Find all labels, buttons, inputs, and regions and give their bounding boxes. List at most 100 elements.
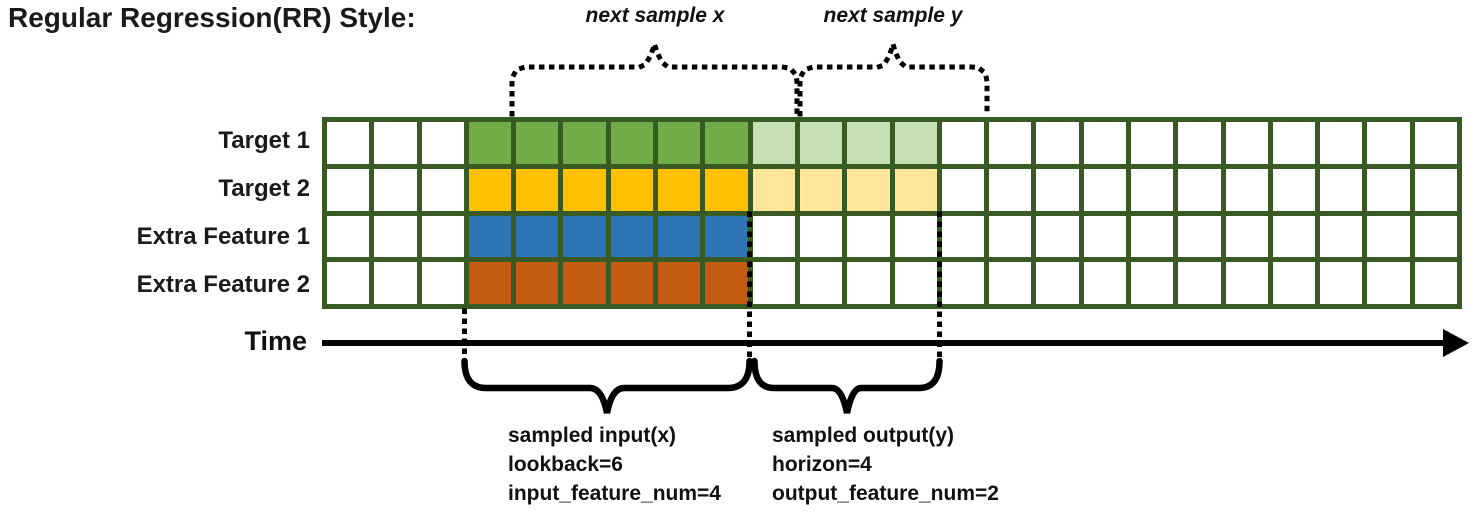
grid-cell xyxy=(1272,168,1316,211)
sampled-input-title: sampled input(x) xyxy=(508,424,677,447)
grid-cell xyxy=(1130,168,1174,211)
row-label-extra-feature-2: Extra Feature 2 xyxy=(136,271,310,298)
grid-cell xyxy=(941,262,985,304)
grid-cell xyxy=(658,215,701,258)
grid-cell xyxy=(1130,215,1174,258)
grid-cell xyxy=(1083,262,1126,304)
grid-cell xyxy=(327,215,370,258)
page-title: Regular Regression(RR) Style: xyxy=(8,2,416,33)
sampled-output-brace xyxy=(751,357,943,414)
grid-cell xyxy=(1178,215,1221,258)
grid-cell xyxy=(799,168,843,211)
grid-cell xyxy=(658,262,701,304)
horizon-value: horizon=4 xyxy=(772,453,872,476)
grid-cell xyxy=(421,262,464,304)
next-sample-x-label: next sample x xyxy=(585,4,725,27)
sampling-grid xyxy=(322,117,1462,309)
grid-cell xyxy=(705,122,748,164)
grid-cell xyxy=(799,122,843,164)
grid-cell xyxy=(1083,168,1126,211)
grid-cell xyxy=(847,262,890,304)
grid-cell xyxy=(1178,168,1221,211)
grid-cell xyxy=(705,215,748,258)
grid-cell xyxy=(421,122,464,164)
grid-cell xyxy=(374,168,417,211)
grid-cell xyxy=(468,215,512,258)
grid-cell xyxy=(563,215,606,258)
grid-cell xyxy=(1414,215,1457,258)
grid-cell xyxy=(1367,168,1410,211)
grid-cell xyxy=(1225,262,1268,304)
grid-cell xyxy=(1225,215,1268,258)
row-label-extra-feature-1: Extra Feature 1 xyxy=(136,223,310,250)
grid-cell xyxy=(705,168,748,211)
grid-cell xyxy=(752,168,795,211)
grid-cell xyxy=(894,262,937,304)
grid-cell xyxy=(894,122,937,164)
next-sample-x-brace xyxy=(509,34,800,117)
grid-cell xyxy=(516,262,559,304)
grid-cell xyxy=(752,215,795,258)
grid-cell xyxy=(516,122,559,164)
grid-cell xyxy=(658,168,701,211)
grid-cell xyxy=(705,262,748,304)
grid-cell xyxy=(563,168,606,211)
grid-cell xyxy=(1130,122,1174,164)
sampled-output-caption: sampled output(y) horizon=4 output_featu… xyxy=(772,421,999,508)
grid-cell xyxy=(374,262,417,304)
grid-cell xyxy=(847,215,890,258)
grid-cell xyxy=(752,262,795,304)
grid-cell xyxy=(1367,262,1410,304)
grid-cell xyxy=(374,122,417,164)
grid-cell xyxy=(658,122,701,164)
grid-cell xyxy=(894,168,937,211)
grid-cell xyxy=(799,215,843,258)
grid-cell xyxy=(989,262,1032,304)
grid-cell xyxy=(989,215,1032,258)
grid-cell xyxy=(1320,122,1363,164)
input-feature-num-value: input_feature_num=4 xyxy=(508,482,721,505)
grid-cell xyxy=(1036,262,1079,304)
grid-cell xyxy=(468,262,512,304)
grid-cell xyxy=(941,168,985,211)
grid-cell xyxy=(1414,168,1457,211)
grid-cell xyxy=(1367,122,1410,164)
grid-cell xyxy=(1367,215,1410,258)
grid-cell xyxy=(1036,122,1079,164)
output-feature-num-value: output_feature_num=2 xyxy=(772,482,999,505)
grid-cell xyxy=(421,215,464,258)
grid-cell xyxy=(610,168,654,211)
grid-cell xyxy=(374,215,417,258)
grid-cell xyxy=(516,168,559,211)
grid-cell xyxy=(563,122,606,164)
grid-cell xyxy=(1083,215,1126,258)
time-axis-label: Time xyxy=(244,326,307,356)
time-axis-arrowhead xyxy=(1443,329,1469,357)
grid-cell xyxy=(941,215,985,258)
grid-cell xyxy=(1414,262,1457,304)
grid-cell xyxy=(1320,262,1363,304)
grid-cell xyxy=(610,262,654,304)
sampled-input-brace xyxy=(461,357,753,414)
row-label-target-2: Target 2 xyxy=(218,175,310,202)
sampled-output-title: sampled output(y) xyxy=(772,424,954,447)
grid-cell xyxy=(327,122,370,164)
grid-cell xyxy=(847,122,890,164)
row-label-target-1: Target 1 xyxy=(218,127,310,154)
grid-cell xyxy=(327,262,370,304)
next-sample-y-label: next sample y xyxy=(823,4,963,27)
grid-cell xyxy=(468,122,512,164)
grid-cell xyxy=(1272,215,1316,258)
grid-cell xyxy=(1130,262,1174,304)
grid-cell xyxy=(468,168,512,211)
grid-cell xyxy=(1272,122,1316,164)
grid-cell xyxy=(1036,215,1079,258)
grid-cell xyxy=(752,122,795,164)
grid-cell xyxy=(421,168,464,211)
grid-cell xyxy=(1320,168,1363,211)
grid-cell xyxy=(799,262,843,304)
sampled-input-caption: sampled input(x) lookback=6 input_featur… xyxy=(508,421,721,508)
grid-cell xyxy=(1272,262,1316,304)
grid-cell xyxy=(1225,122,1268,164)
grid-cell xyxy=(894,215,937,258)
